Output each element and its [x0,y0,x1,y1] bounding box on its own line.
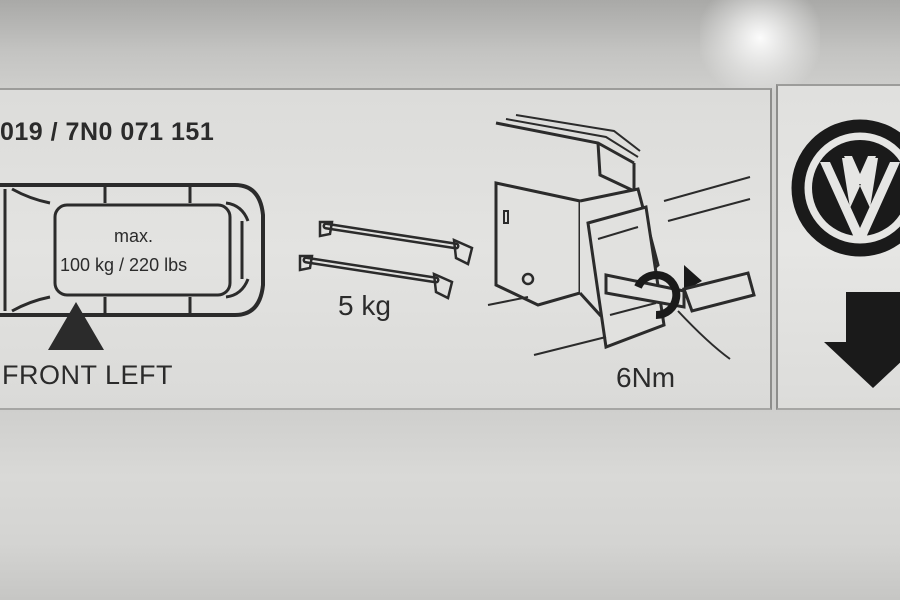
max-load-value: 100 kg / 220 lbs [60,255,188,275]
bar-weight: 5 kg [338,290,391,321]
max-load-label: max. [114,226,154,246]
position-label: FRONT LEFT [2,360,174,390]
vw-logo-icon [791,119,900,257]
part-number: 019 / 7N0 071 151 [0,118,215,146]
metal-rail-background [0,410,900,600]
front-left-arrow-icon [48,302,104,350]
car-top-view-icon [0,183,265,317]
roof-rack-foot-icon [487,114,756,360]
light-glare [700,0,820,95]
down-arrow-icon [824,292,900,388]
roof-bars-icon [298,220,474,300]
torque-value: 6Nm [616,362,676,393]
